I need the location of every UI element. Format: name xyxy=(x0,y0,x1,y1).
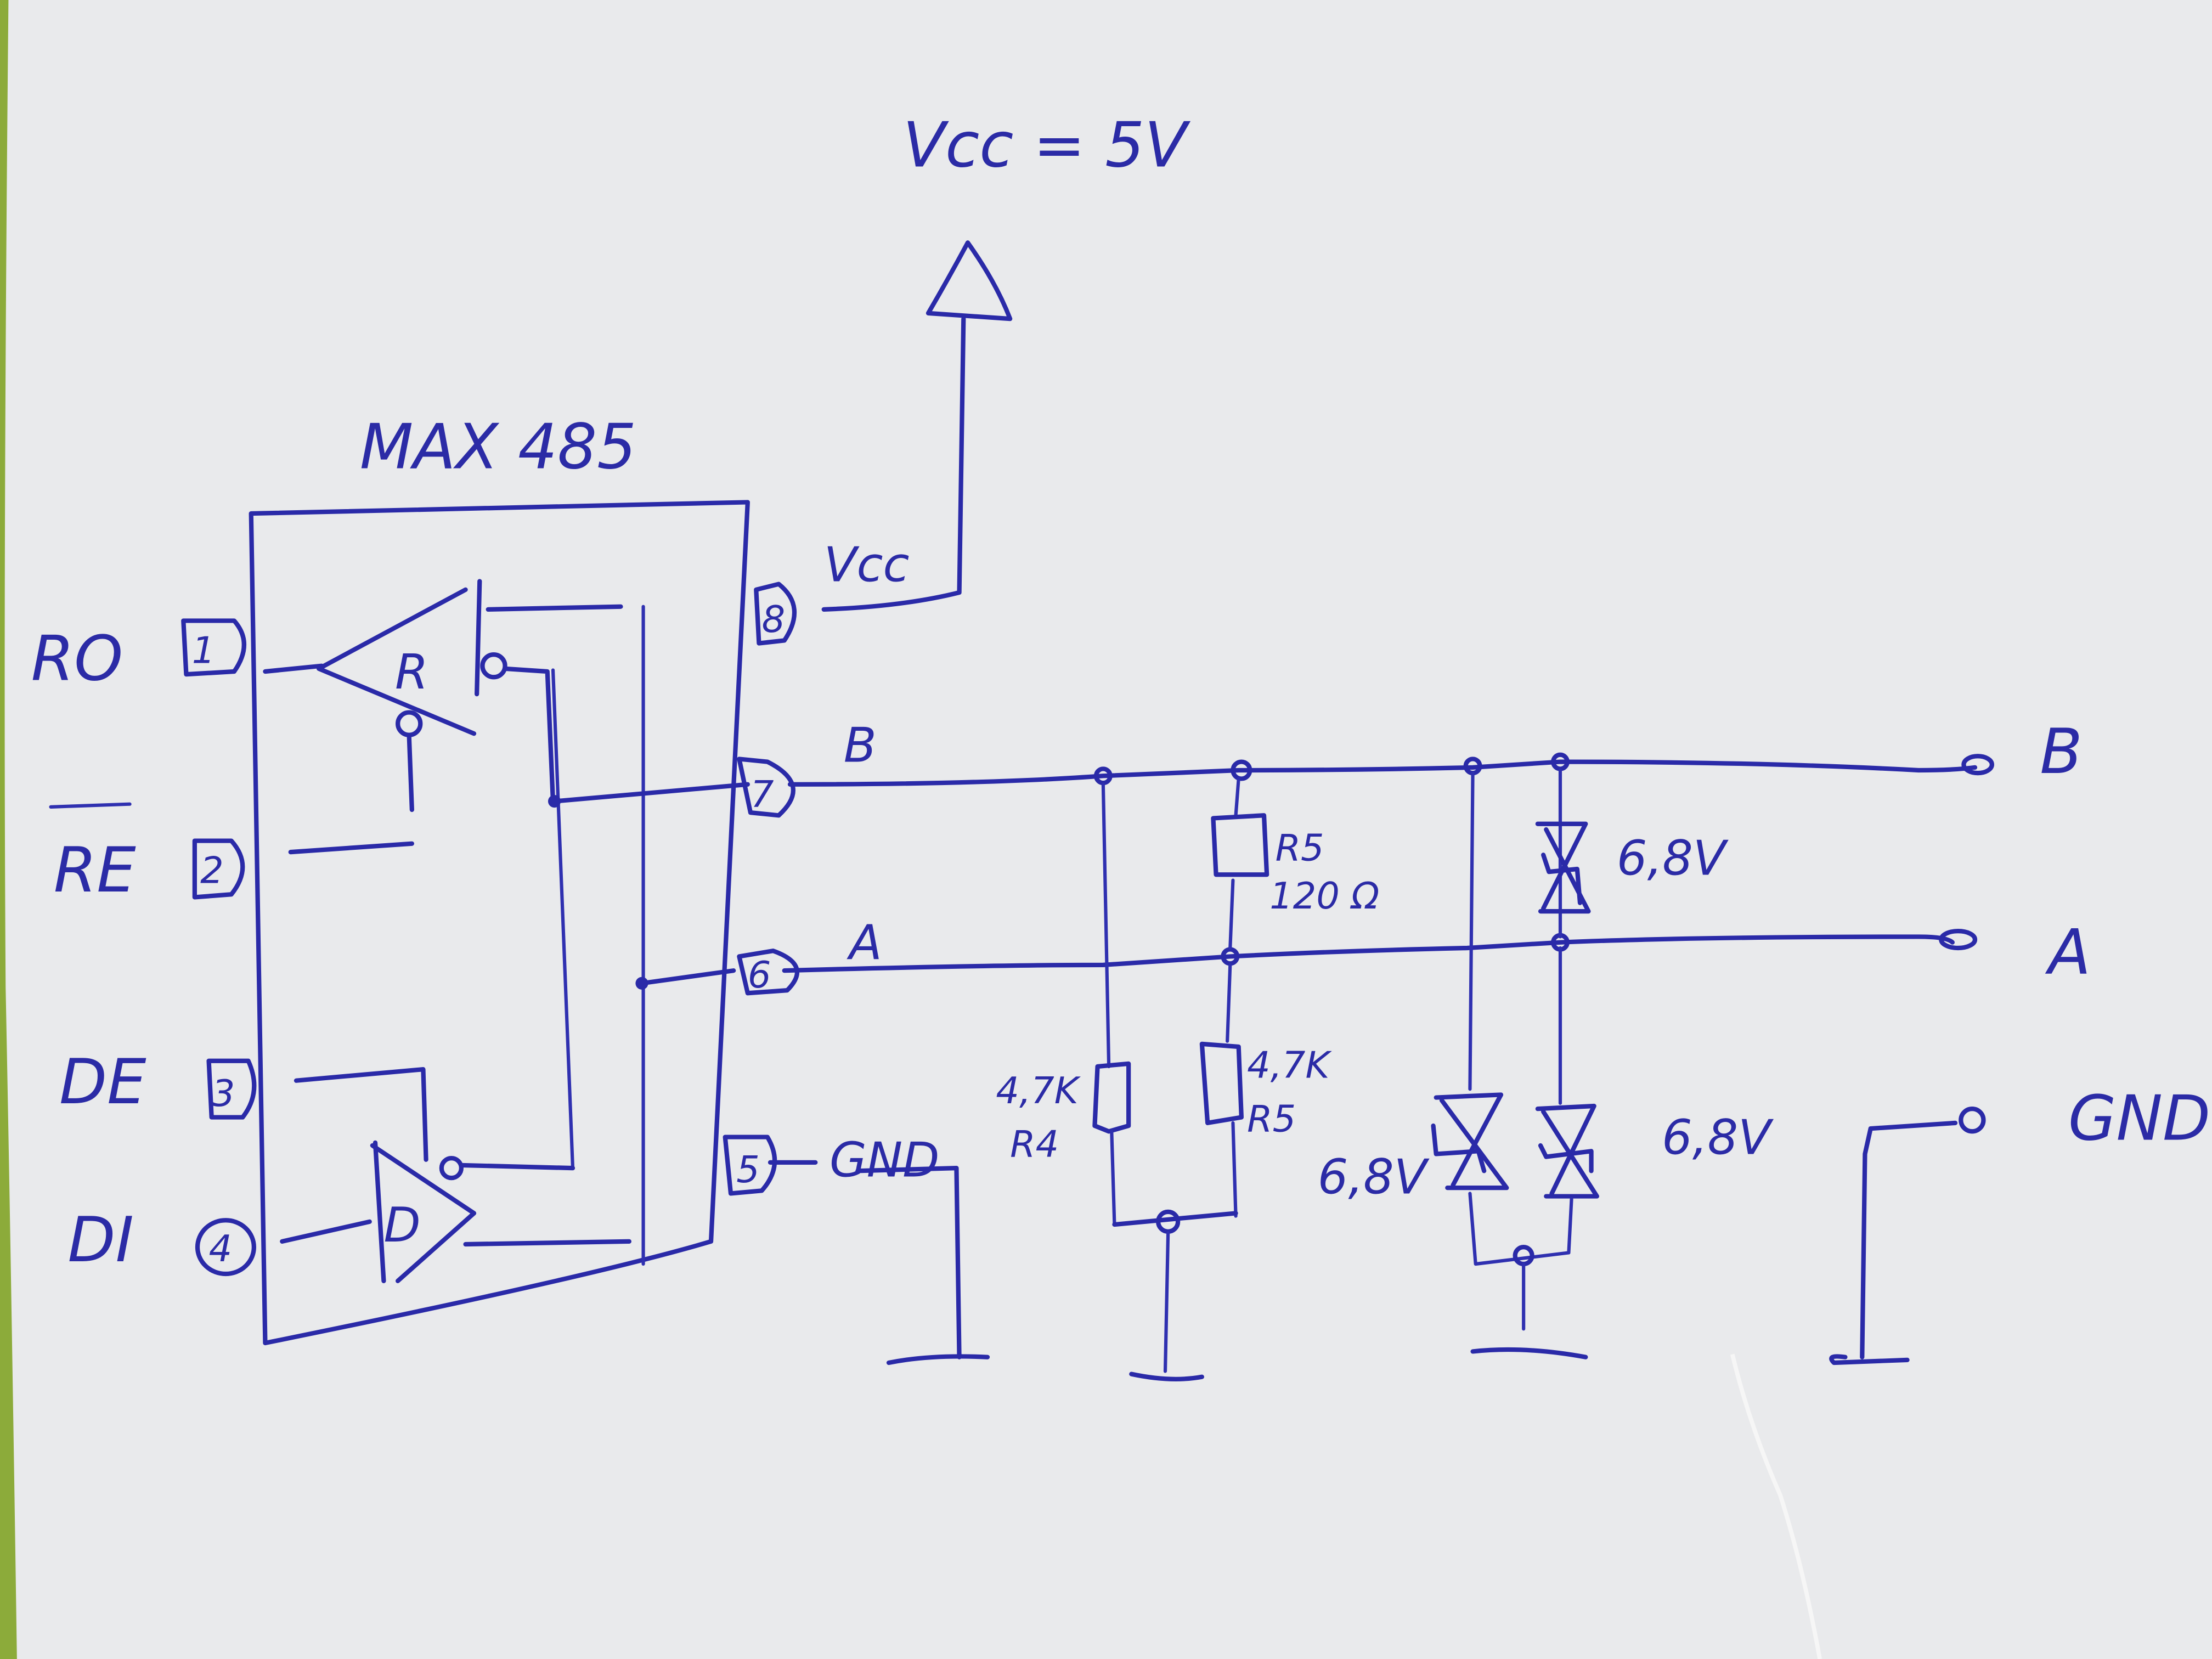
svg-text:RE: RE xyxy=(54,834,137,906)
tvs-diode-a-gnd: 6,8V xyxy=(1535,1103,1774,1199)
terminal-b: B xyxy=(1961,715,2083,788)
ground-symbol-icon xyxy=(1829,1354,1910,1365)
svg-text:4,7K: 4,7K xyxy=(996,1069,1081,1112)
vcc-wire xyxy=(821,317,966,612)
terminal-icon xyxy=(1939,929,1978,951)
internal-line-b xyxy=(551,668,575,1170)
pin-a: 6 A xyxy=(737,915,882,996)
a-bus-line xyxy=(782,934,1955,973)
svg-text:R5: R5 xyxy=(1276,827,1324,870)
svg-text:A: A xyxy=(2045,916,2091,988)
chip-body xyxy=(249,500,750,1346)
ground-symbol-icon xyxy=(886,1354,990,1365)
terminal-icon xyxy=(1961,754,1994,776)
svg-text:5: 5 xyxy=(736,1148,760,1191)
svg-text:DI: DI xyxy=(67,1204,133,1276)
bidirectional-tvs-icon xyxy=(1434,1092,1509,1190)
re-overbar xyxy=(49,802,132,809)
a-net-label: A xyxy=(847,915,882,971)
bidirectional-tvs-icon xyxy=(1535,1103,1599,1199)
pin-re: RE 2 xyxy=(49,802,414,906)
pin-b: 7 B xyxy=(737,718,877,818)
receiver-label: R xyxy=(395,644,428,700)
resistor-r6-pullup: 4,7K R5 xyxy=(1199,1041,1332,1140)
svg-text:R5: R5 xyxy=(1247,1097,1296,1140)
tvs-diode-a-b: 6,8V xyxy=(1535,768,1729,939)
svg-text:8: 8 xyxy=(762,598,786,641)
chip-name: MAX 485 xyxy=(360,411,636,483)
svg-text:DE: DE xyxy=(59,1046,146,1118)
pin-de: DE 3 xyxy=(59,1046,257,1120)
svg-text:6: 6 xyxy=(748,953,771,996)
pin-gnd: 5 GND xyxy=(723,1132,990,1365)
pin-ro: RO 1 xyxy=(31,618,246,695)
svg-text:1: 1 xyxy=(192,629,216,672)
svg-text:6,8V: 6,8V xyxy=(1617,830,1729,886)
ground-symbol-icon xyxy=(1129,1372,1204,1381)
ground-symbol-icon xyxy=(1470,1347,1588,1359)
svg-text:120 Ω: 120 Ω xyxy=(1269,874,1379,917)
paper-sheet xyxy=(4,0,2212,1659)
resistor-r4-pulldown: 4,7K R4 xyxy=(996,1061,1131,1166)
receiver-amplifier: R xyxy=(263,579,623,812)
svg-text:6,8V: 6,8V xyxy=(1662,1109,1774,1165)
terminal-a: A xyxy=(1939,916,2091,988)
gnd-pin-label: GND xyxy=(830,1132,939,1188)
b-bus-line xyxy=(787,759,1978,787)
junction-dot xyxy=(1231,759,1252,781)
resistor-r5-termination: R5 120 Ω xyxy=(1211,777,1379,950)
svg-text:RO: RO xyxy=(31,622,123,695)
svg-text:GND: GND xyxy=(2068,1082,2210,1155)
svg-text:2: 2 xyxy=(200,849,224,892)
svg-text:6,8V: 6,8V xyxy=(1318,1149,1430,1205)
gnd-terminal-wire xyxy=(1860,1120,1958,1359)
driver-amplifier: D xyxy=(280,1067,631,1283)
terminal-icon xyxy=(1959,1107,1986,1134)
vcc-supply-label: Vcc = 5V xyxy=(903,109,1190,181)
terminal-gnd: GND xyxy=(1959,1082,2210,1155)
receiver-input-inverter-bubble xyxy=(480,652,507,680)
svg-text:4: 4 xyxy=(209,1227,233,1270)
vcc-arrow-icon xyxy=(926,240,1013,321)
svg-text:R4: R4 xyxy=(1010,1123,1059,1166)
resistor-icon xyxy=(1199,1041,1244,1125)
bidirectional-tvs-icon xyxy=(1535,821,1591,914)
vcc-pin-label: Vcc xyxy=(824,537,910,592)
svg-text:7: 7 xyxy=(751,773,774,816)
svg-text:3: 3 xyxy=(212,1072,235,1115)
resistor-icon xyxy=(1211,813,1269,877)
b-net-label: B xyxy=(844,718,877,774)
svg-text:4,7K: 4,7K xyxy=(1247,1044,1332,1087)
paper-crease xyxy=(1730,1353,1822,1659)
pin-di: DI 4 xyxy=(67,1204,256,1277)
vcc-supply-symbol xyxy=(821,240,1013,612)
resistor-icon xyxy=(1092,1061,1131,1134)
driver-enable-bubble xyxy=(439,1156,464,1181)
pin-vcc: 8 Vcc xyxy=(754,537,910,646)
driver-label: D xyxy=(383,1197,420,1253)
svg-text:B: B xyxy=(2040,715,2083,788)
tvs-diode-b-gnd: 6,8V xyxy=(1318,1092,1509,1205)
